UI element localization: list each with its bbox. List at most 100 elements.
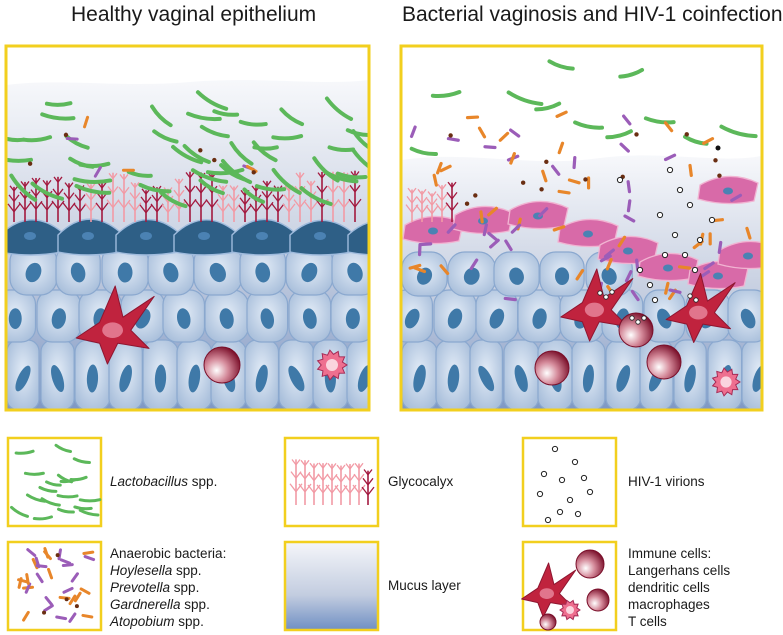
lactobacillus-rod: [351, 148, 368, 169]
cell-nucleus: [8, 308, 22, 329]
cocci: [520, 180, 526, 185]
cell-nucleus: [347, 262, 363, 283]
glycocalyx-strand: [227, 185, 241, 222]
lactobacillus-rod: [7, 157, 33, 163]
cell-nucleus: [752, 365, 761, 392]
anaerobe-rod: [61, 563, 74, 567]
cell-nucleus: [176, 308, 191, 329]
lactobacillus-rod: [719, 124, 758, 139]
cocci: [64, 597, 69, 602]
hiv-virion: [551, 445, 559, 453]
anaerobe-rod: [624, 270, 633, 283]
lactobacillus-rod: [534, 101, 562, 112]
anaerobe-rod: [487, 231, 499, 242]
anaerobe-rod: [483, 145, 497, 150]
lactobacillus-rod: [23, 471, 45, 476]
lactobacillus-rod: [220, 158, 253, 185]
anaerobe-rod: [26, 548, 37, 557]
cocci: [74, 604, 79, 609]
anaerobe-rod: [703, 261, 715, 271]
anaerobe-rod: [503, 296, 517, 302]
anaerobic-species-4: Atopobium spp.: [110, 614, 204, 629]
lactobacillus-rod: [198, 178, 225, 196]
lactobacillus-rod: [150, 104, 173, 128]
anaerobe-rod: [487, 206, 498, 217]
hiv-virion: [696, 236, 704, 244]
anaerobe-rod: [446, 223, 457, 234]
right-panel-title: Bacterial vaginosis and HIV-1 coinfectio…: [402, 3, 783, 26]
legend-lactobacillus-box: [6, 436, 103, 528]
cell-nucleus: [447, 308, 463, 329]
anaerobe-rod: [745, 226, 752, 240]
macrophage: [539, 613, 557, 631]
lactobacillus-rod: [605, 129, 633, 140]
anaerobe-rod: [552, 225, 566, 232]
glycocalyx-strand: [298, 459, 312, 505]
legend-anaerobic-box: [6, 540, 103, 632]
anaerobe-rod: [702, 137, 715, 145]
anaerobe-rod: [619, 142, 630, 153]
anaerobe-rod: [623, 214, 636, 223]
cocci: [27, 161, 33, 166]
hiv-virion: [566, 496, 574, 504]
cocci: [473, 193, 478, 198]
glycocalyx-strand: [445, 181, 459, 222]
anaerobe-rod: [62, 586, 74, 594]
lactobacillus-rod: [78, 161, 111, 168]
hiv-virion: [571, 458, 579, 466]
cocci: [448, 133, 453, 138]
legend-hiv-label: HIV-1 virions: [628, 474, 705, 489]
anaerobe-rod: [663, 121, 674, 133]
cocci: [464, 201, 470, 206]
immune-heading: Immune cells:: [628, 546, 712, 561]
lactobacillus-rod: [30, 181, 65, 201]
cell-nucleus: [489, 308, 505, 329]
lactobacillus-rod: [72, 177, 113, 184]
cell-nucleus: [416, 267, 433, 285]
legend-immune-label: Immune cells: Langerhans cells dendritic…: [628, 545, 730, 630]
anaerobe-rod: [730, 193, 743, 202]
anaerobe-rod: [57, 548, 62, 561]
cocci: [713, 158, 718, 163]
lactobacillus-rod: [279, 107, 305, 127]
legend-glycocalyx-label: Glycocalyx: [388, 474, 454, 489]
lactobacillus-rod: [251, 140, 278, 163]
cell-nucleus: [554, 267, 570, 285]
cocci: [583, 177, 588, 182]
legend-lactobacillus-label: Lactobacillus spp.: [110, 473, 217, 490]
glycocalyx-strand: [316, 462, 330, 505]
immune-type-4: T cells: [628, 614, 667, 629]
lactobacillus-rod: [506, 90, 544, 106]
cell-nucleus: [357, 365, 368, 392]
anaerobe-rod: [439, 264, 450, 276]
lactobacillus-rod: [14, 449, 35, 455]
lactobacillus-rod: [57, 507, 75, 514]
anaerobe-rod: [510, 223, 522, 234]
right-panel: [399, 44, 764, 412]
lactobacillus-rod: [229, 141, 254, 166]
lactobacillus-rod: [182, 143, 211, 164]
anaerobe-rod: [55, 615, 68, 621]
cocci: [539, 187, 544, 192]
anaerobe-rod: [408, 263, 422, 270]
glycocalyx-strand: [183, 171, 197, 222]
cell-nucleus: [601, 267, 617, 285]
immune-type-2: dendritic cells: [628, 580, 710, 595]
legend-mucus-box: [283, 540, 380, 632]
hiv-virion: [580, 474, 588, 482]
glycocalyx-strand: [51, 176, 65, 222]
lactobacillus-rod: [271, 167, 302, 195]
hiv-virion: [544, 516, 552, 524]
anaerobe-rod: [79, 587, 91, 595]
hiv-virion: [586, 488, 594, 496]
apical-epithelial-cell: [347, 222, 368, 256]
cell-nucleus: [301, 262, 318, 283]
glycocalyx-strand: [361, 469, 375, 505]
cell-nucleus: [219, 308, 234, 329]
lactobacillus-rod: [299, 186, 333, 206]
cell-nucleus: [532, 308, 547, 329]
hiv-virion: [651, 296, 659, 304]
anaerobic-species-1: Hoylesella spp.: [110, 563, 202, 578]
glycocalyx-strand: [343, 463, 357, 505]
anaerobe-rod: [489, 238, 500, 249]
